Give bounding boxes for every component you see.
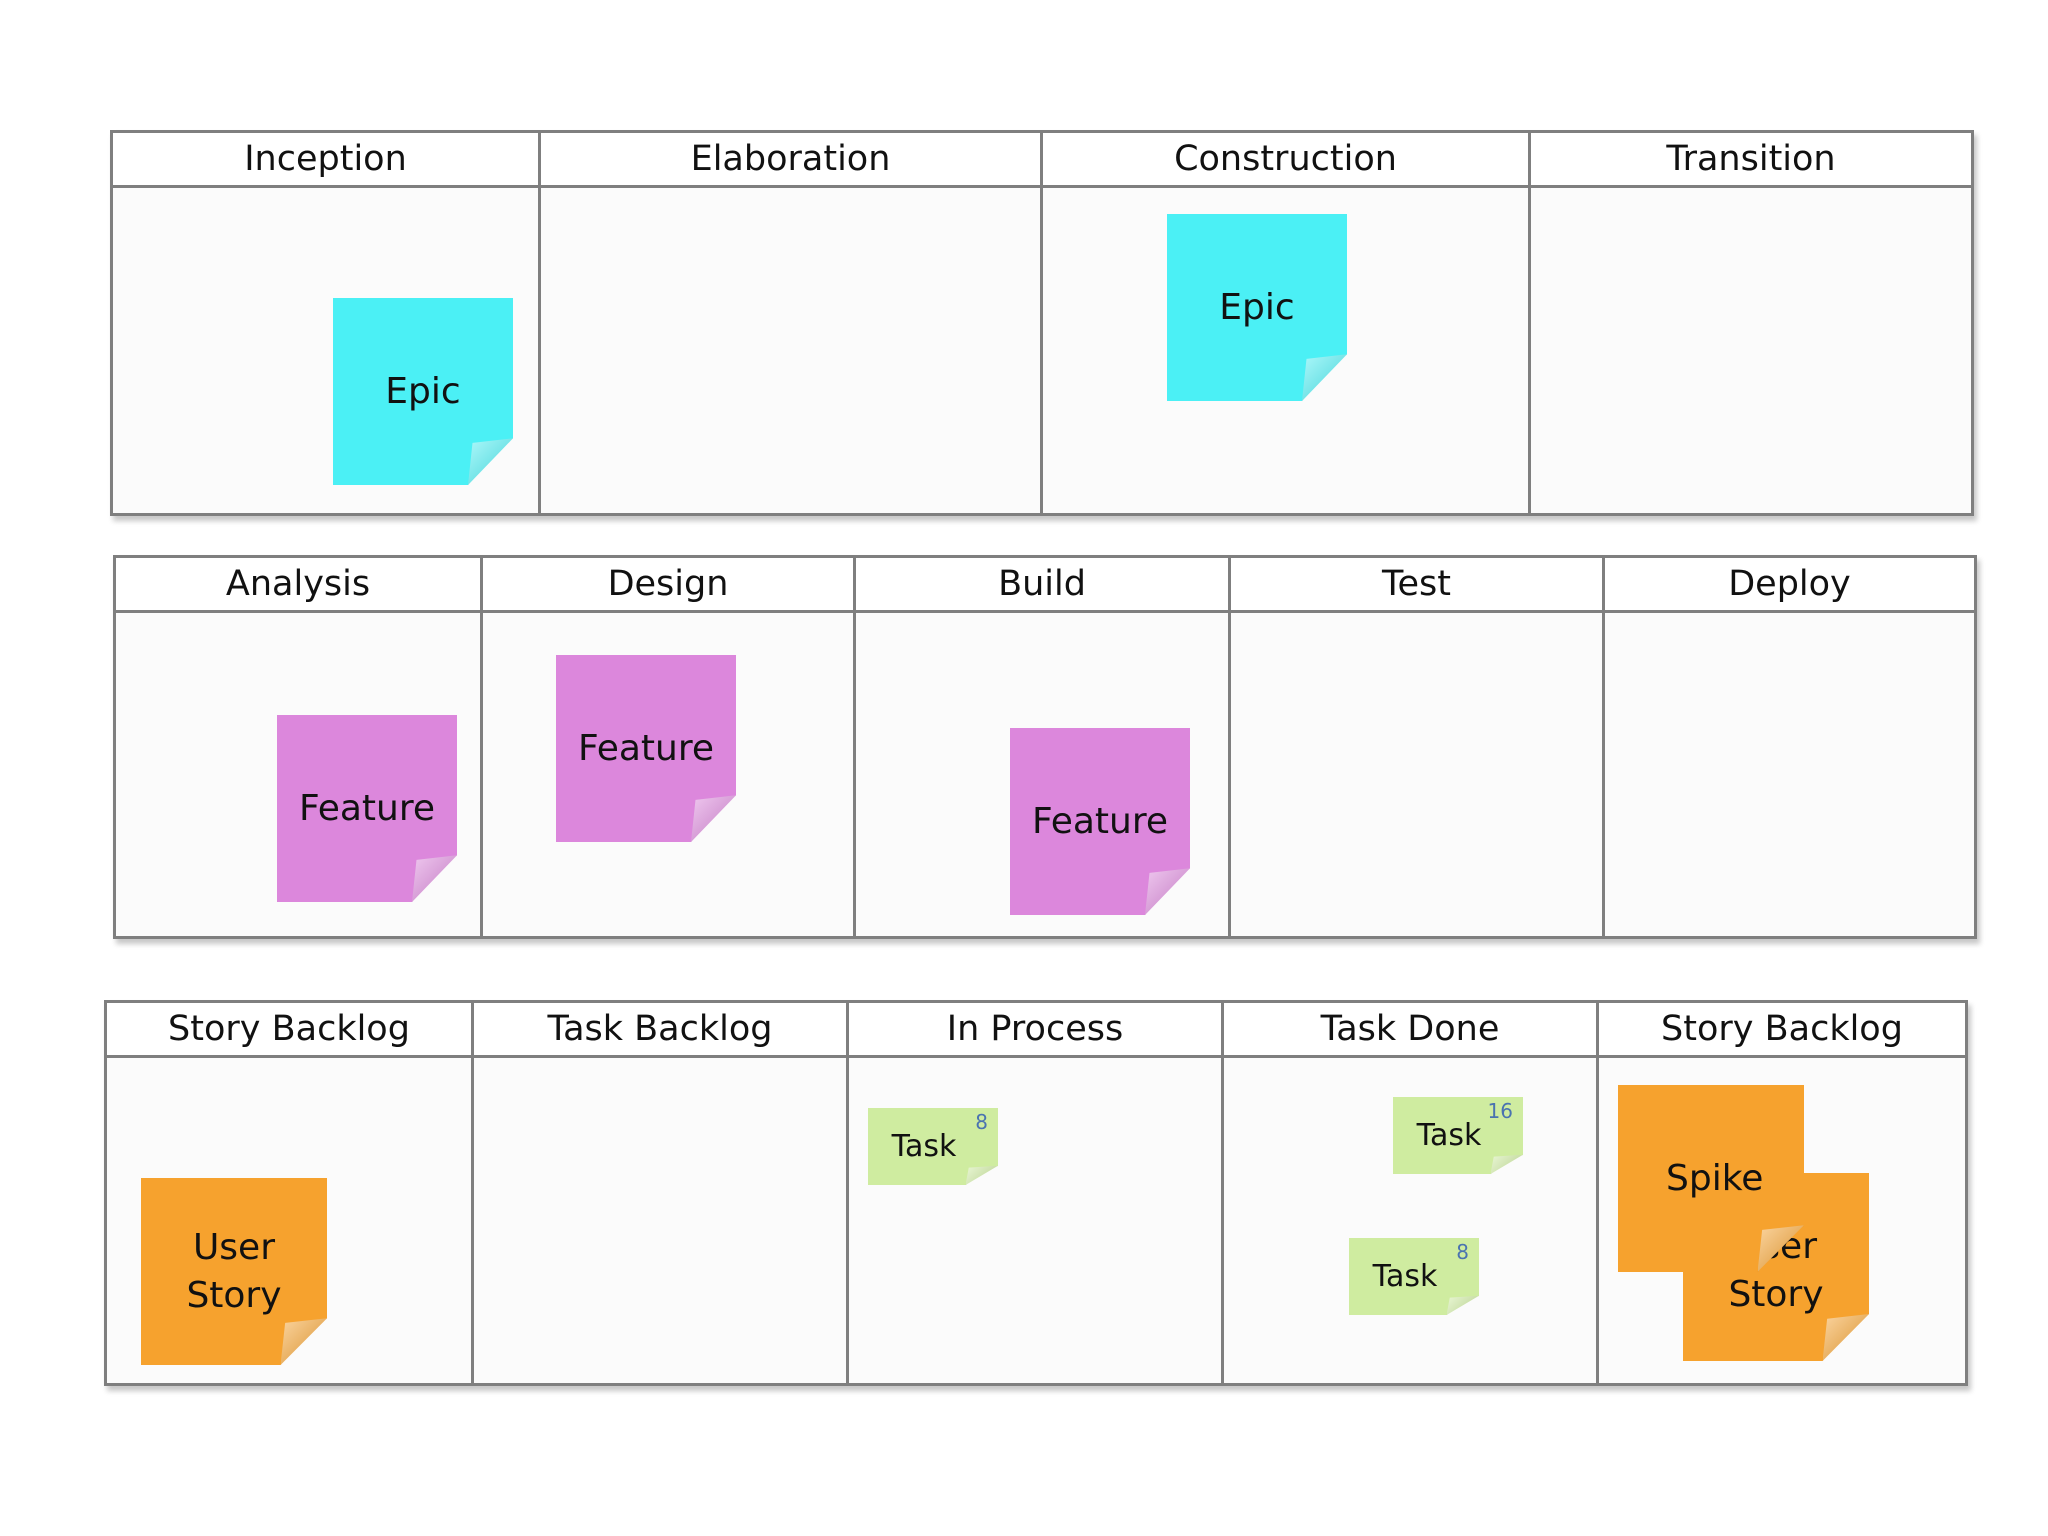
column-header: Task Backlog: [474, 1003, 846, 1058]
note-label: Spike: [1666, 1157, 1764, 1199]
note-label: Epic: [1219, 286, 1295, 328]
column-deploy: Deploy: [1605, 558, 1974, 936]
column-in-process: In Process: [849, 1003, 1224, 1383]
column-header: Story Backlog: [107, 1003, 471, 1058]
task-board: Story Backlog Task Backlog In Process Ta…: [104, 1000, 1968, 1386]
column-task-done: Task Done: [1224, 1003, 1599, 1383]
note-label: Task: [1416, 1117, 1482, 1153]
column-story-done: Story Backlog: [1599, 1003, 1965, 1383]
column-header: Inception: [113, 133, 538, 188]
task-note[interactable]: Task 8: [1349, 1238, 1479, 1315]
epic-note[interactable]: Epic: [1167, 214, 1347, 401]
feature-note[interactable]: Feature: [556, 655, 736, 842]
column-analysis: Analysis: [116, 558, 483, 936]
task-estimate: 8: [975, 1110, 988, 1134]
column-header: Transition: [1531, 133, 1971, 188]
user-story-note[interactable]: User Story: [141, 1178, 327, 1365]
column-header: Analysis: [116, 558, 480, 613]
column-header: Design: [483, 558, 853, 613]
task-note[interactable]: Task 16: [1393, 1097, 1523, 1174]
column-design: Design: [483, 558, 856, 936]
column-header: Task Done: [1224, 1003, 1596, 1058]
task-note[interactable]: Task 8: [868, 1108, 998, 1185]
column-elaboration: Elaboration: [541, 133, 1043, 513]
note-label: Task: [1372, 1258, 1438, 1294]
task-estimate: 16: [1487, 1099, 1513, 1123]
column-header: Story Backlog: [1599, 1003, 1965, 1058]
column-header: In Process: [849, 1003, 1221, 1058]
column-header: Elaboration: [541, 133, 1040, 188]
column-header: Test: [1231, 558, 1602, 613]
column-construction: Construction: [1043, 133, 1531, 513]
feature-note[interactable]: Feature: [277, 715, 457, 902]
column-header: Construction: [1043, 133, 1528, 188]
note-label: Epic: [385, 370, 461, 412]
spike-note[interactable]: Spike: [1618, 1085, 1804, 1272]
feature-note[interactable]: Feature: [1010, 728, 1190, 915]
column-story-backlog: Story Backlog: [107, 1003, 474, 1383]
column-build: Build: [856, 558, 1231, 936]
column-test: Test: [1231, 558, 1605, 936]
note-label: Task: [891, 1128, 957, 1164]
epic-note[interactable]: Epic: [333, 298, 513, 485]
column-transition: Transition: [1531, 133, 1971, 513]
note-label: User Story: [186, 1226, 282, 1316]
column-task-backlog: Task Backlog: [474, 1003, 849, 1383]
note-label: Feature: [298, 787, 436, 829]
note-label: Feature: [577, 727, 715, 769]
column-inception: Inception: [113, 133, 541, 513]
task-estimate: 8: [1456, 1240, 1469, 1264]
column-header: Build: [856, 558, 1228, 613]
column-header: Deploy: [1605, 558, 1974, 613]
note-label: Feature: [1031, 800, 1169, 842]
